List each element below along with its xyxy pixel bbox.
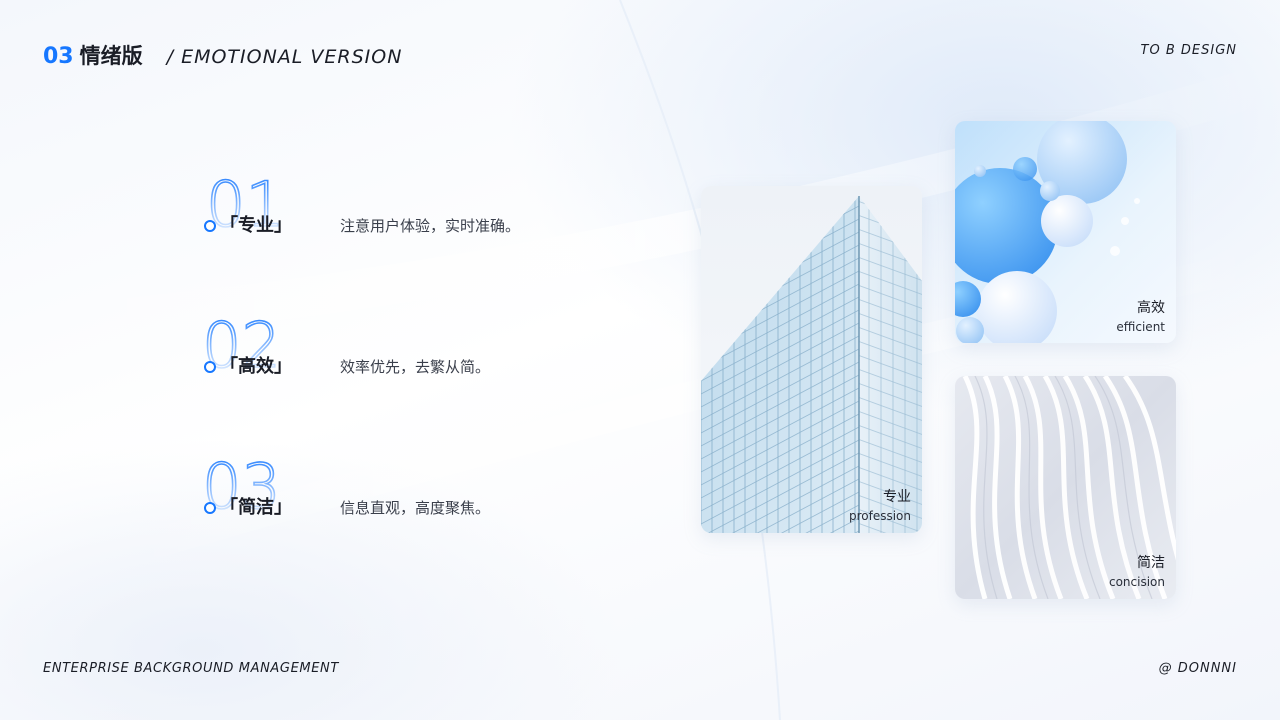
feature-description: 效率优先，去繁从简。	[340, 358, 491, 376]
mood-card-efficient: 高效 efficient	[955, 121, 1176, 343]
bullet-dot	[204, 502, 216, 514]
feature-name: 「高效」	[220, 356, 292, 377]
card-caption: 高效 efficient	[1116, 297, 1165, 334]
feature-number-outline: 02	[202, 313, 282, 371]
mood-card-profession: 专业 profession	[701, 186, 922, 533]
bullet-dot	[204, 361, 216, 373]
svg-text:02: 02	[202, 313, 281, 371]
footer-left-label: ENTERPRISE BACKGROUND MANAGEMENT	[43, 661, 339, 676]
feature-description: 注意用户体验，实时准确。	[340, 217, 521, 235]
card-caption: 专业 profession	[849, 486, 911, 523]
feature-number-outline: 01	[205, 172, 286, 230]
feature-item-efficient: 02 「高效」 效率优先，去繁从简。	[200, 313, 620, 391]
svg-text:03: 03	[202, 454, 281, 512]
section-subtitle: / EMOTIONAL VERSION	[166, 46, 403, 68]
section-title: 情绪版	[79, 44, 143, 68]
glass-building-image	[701, 186, 922, 533]
svg-text:01: 01	[206, 172, 285, 230]
caption-english: profession	[848, 509, 911, 523]
caption-chinese: 高效	[1137, 300, 1165, 316]
feature-item-professional: 01 「专业」 注意用户体验，实时准确。	[200, 172, 620, 250]
section-header: 03 情绪版 / EMOTIONAL VERSION	[43, 40, 402, 70]
feature-name: 「简洁」	[220, 497, 292, 518]
caption-english: efficient	[1116, 320, 1165, 334]
white-waves-image	[955, 376, 1176, 599]
feature-name: 「专业」	[220, 215, 292, 236]
header-right-label: TO B DESIGN	[1140, 43, 1237, 58]
feature-number-outline: 03	[202, 454, 282, 512]
caption-english: concision	[1108, 575, 1165, 589]
card-caption: 简洁 concision	[1109, 552, 1165, 589]
blue-bubbles-image	[955, 121, 1176, 343]
caption-chinese: 专业	[883, 489, 911, 505]
section-number: 03	[43, 44, 74, 69]
footer-author: @ DONNNI	[1158, 661, 1237, 676]
bullet-dot	[204, 220, 216, 232]
caption-chinese: 简洁	[1137, 555, 1165, 571]
feature-description: 信息直观，高度聚焦。	[340, 499, 491, 517]
feature-item-concise: 03 「简洁」 信息直观，高度聚焦。	[200, 454, 620, 532]
mood-card-concision: 简洁 concision	[955, 376, 1176, 599]
